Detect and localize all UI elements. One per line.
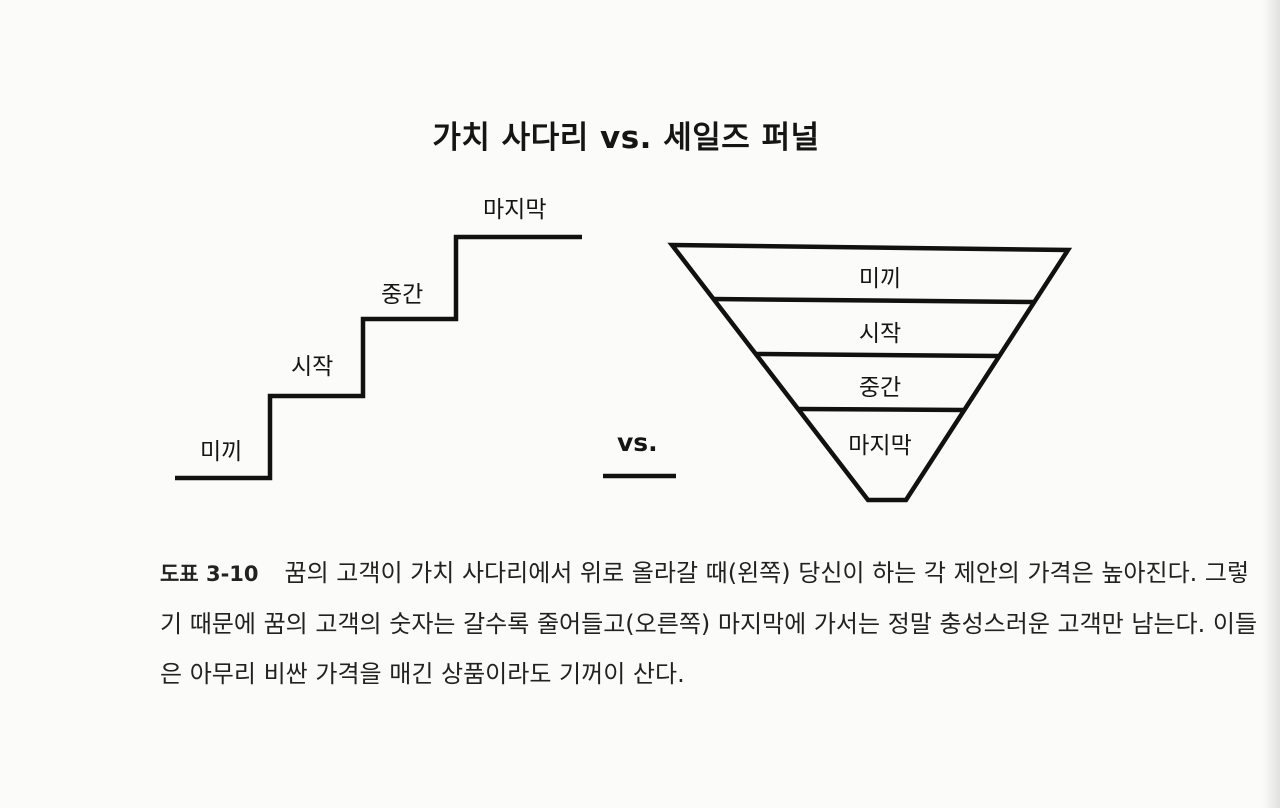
caption-label: 도표 3-10 (160, 562, 259, 586)
funnel-level-label-middle: 중간 (858, 375, 902, 401)
sales-funnel-outline (667, 242, 1073, 503)
ladder-step-label-bait: 미끼 (200, 439, 243, 465)
caption-text: 꿈의 고객이 가치 사다리에서 위로 올라갈 때(왼쪽) 당신이 하는 각 제안… (160, 559, 1258, 688)
ladder-step-label-start: 시작 (291, 354, 334, 380)
value-ladder-staircase (175, 234, 582, 481)
funnel-level-label-final: 마지막 (848, 433, 912, 459)
funnel-level-label-start: 시작 (858, 321, 902, 347)
ladder-step-label-final: 마지막 (483, 197, 547, 223)
vs-label: vs. (617, 428, 658, 457)
funnel-divider-1 (712, 296, 1034, 305)
funnel-divider-3 (798, 406, 964, 413)
funnel-divider-2 (755, 351, 999, 359)
ladder-step-label-middle: 중간 (381, 282, 424, 308)
funnel-level-label-bait: 미끼 (858, 266, 902, 292)
figure-title: 가치 사다리 vs. 세일즈 퍼널 (432, 120, 820, 156)
page-edge-shadow (1262, 0, 1280, 808)
